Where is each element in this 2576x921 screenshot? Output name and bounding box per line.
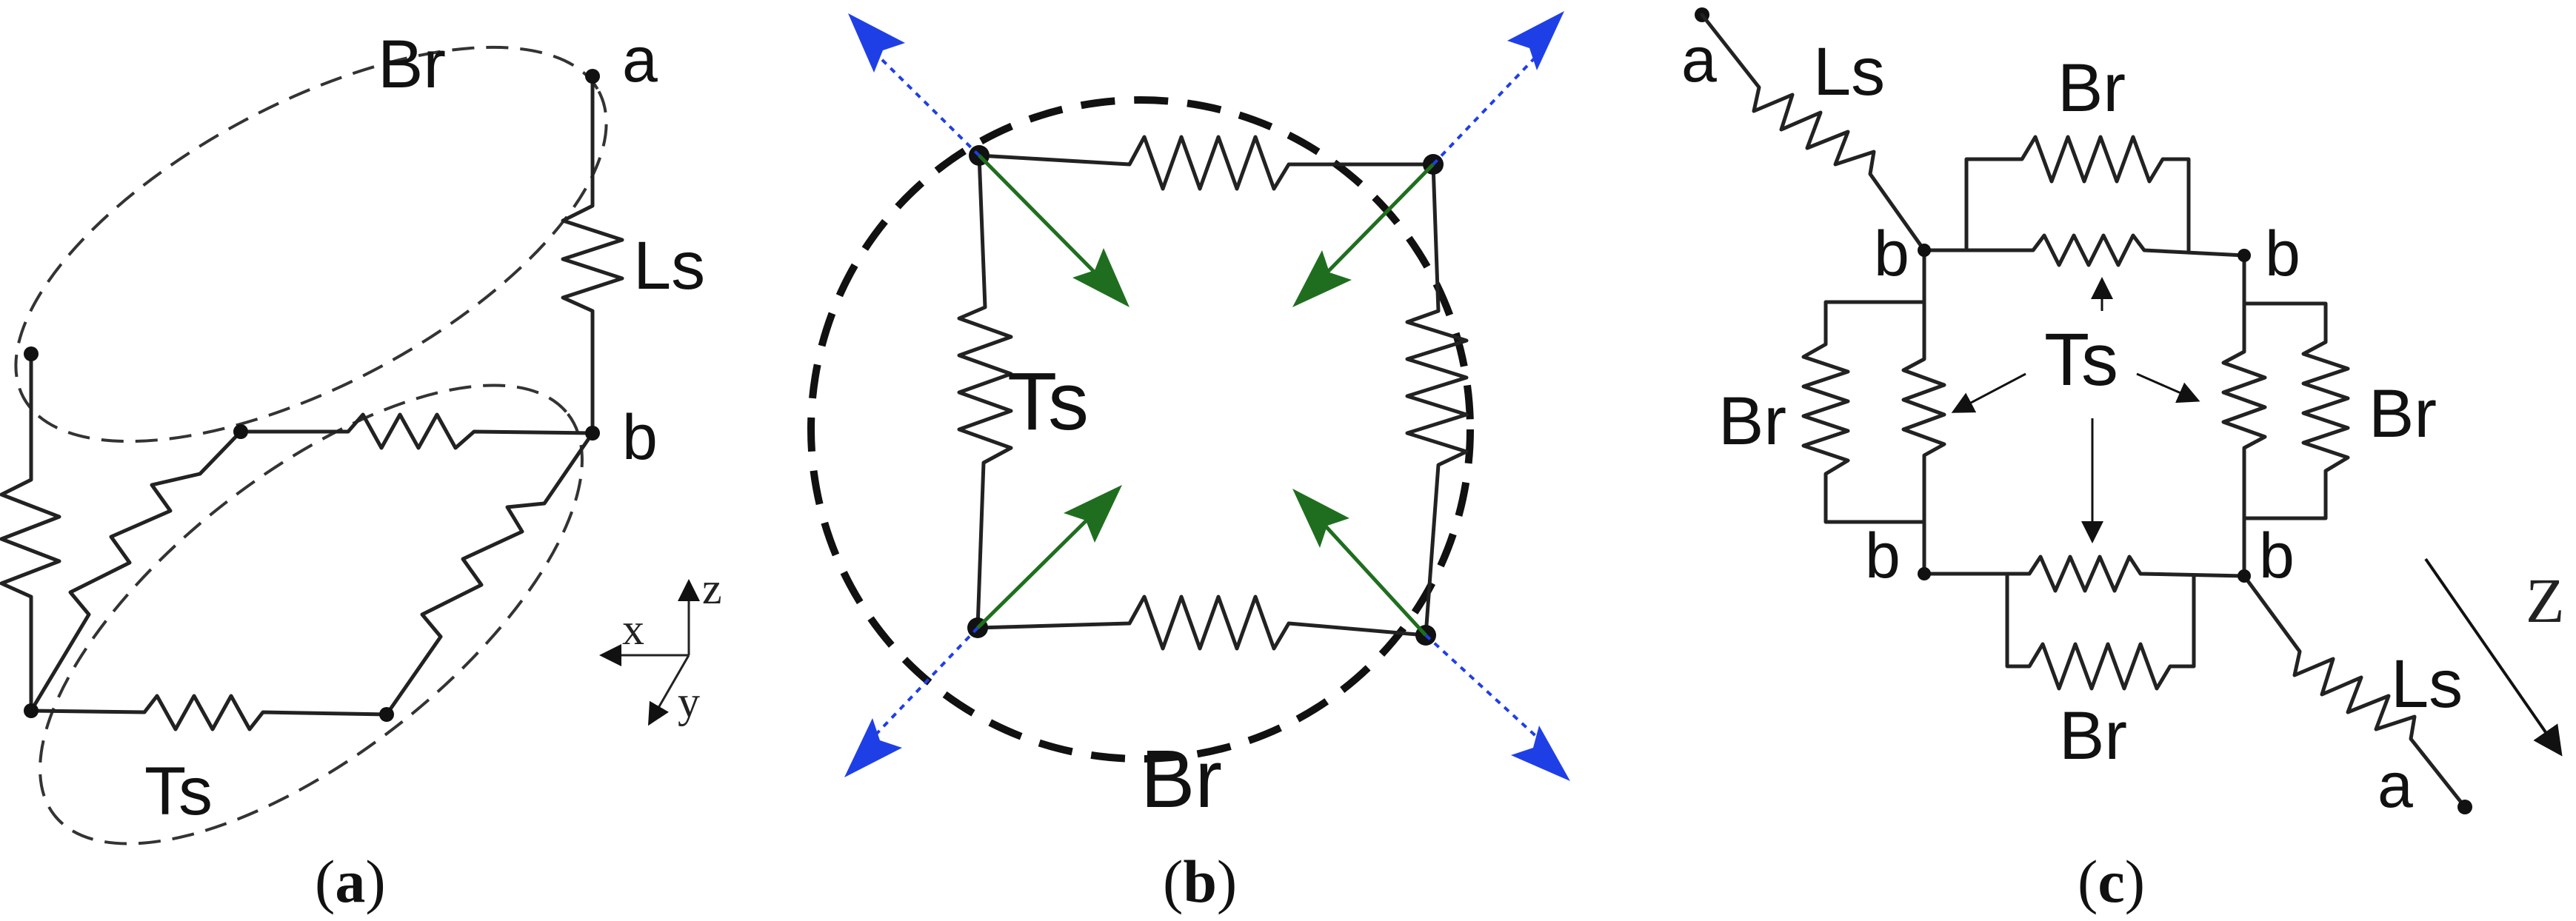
panel-a-ls-spring [561, 192, 624, 435]
panel-c-caption-open: ( [2078, 848, 2098, 915]
ts-pointer-left [1951, 372, 2026, 413]
panel-b-left-spring [957, 153, 1013, 630]
panel-a-label-ts: Ts [144, 754, 213, 829]
panel-c-node-b-bottom-left [1918, 567, 1931, 580]
panel-c-right-inner-ts [2221, 253, 2267, 578]
panel-c-ls-bottom-spring [2242, 574, 2467, 809]
panel-b-caption-letter: b [1183, 848, 1217, 915]
panel-a-caption-open: ( [315, 848, 335, 915]
panel-a-bottom-dashed-ellipse [39, 384, 584, 845]
panel-b: Ts Br (b) [807, 11, 1570, 915]
panel-b-bottom-spring [975, 595, 1428, 651]
panel-b-caption-close: ) [1217, 848, 1237, 915]
panel-c-right-outer-br [2242, 301, 2350, 520]
panel-c-label-ls-top: Ls [1813, 34, 1885, 110]
panel-b-dashed-circle [807, 96, 1474, 763]
y-axis-arrow [647, 654, 690, 726]
panel-b-top-spring [977, 135, 1435, 191]
panel-a: Br a Ls b Ts z x y (a) [0, 24, 722, 915]
panel-a-top-dashed-ellipse [14, 45, 608, 443]
panel-b-blue-arrow-tr-line [1432, 50, 1542, 166]
panel-c-caption: (c) [2078, 848, 2145, 915]
panel-b-label-ts: Ts [1007, 356, 1089, 447]
panel-b-green-arrowhead-bl [1064, 485, 1122, 543]
panel-b-caption-open: ( [1163, 848, 1183, 915]
panel-b-green-arrow-tr-line [1317, 163, 1435, 283]
panel-c-label-a-bottom: a [2378, 750, 2413, 821]
panel-c-label-b-bottom-left: b [1865, 520, 1901, 592]
panel-a-node-square-tl [233, 424, 248, 439]
panel-b-green-arrow-br-line [1317, 517, 1427, 637]
panel-c-ls-top-spring [1700, 13, 1926, 252]
panel-c-ts-pointers [1951, 277, 2200, 543]
panel-b-blue-arrowhead-bl [844, 718, 902, 777]
x-axis-label: x [622, 605, 644, 654]
panel-c-label-br-top: Br [2058, 50, 2126, 126]
panel-b-blue-arrow-br-line [1424, 634, 1542, 742]
panel-c-label-b-bottom-right: b [2259, 520, 2295, 592]
z-axis-label: z [702, 564, 722, 613]
panel-a-caption-letter: a [335, 848, 365, 915]
panel-a-top-edge-spring [238, 412, 595, 450]
panel-c-node-a-bottom [2457, 800, 2472, 814]
panel-c: a Ls Br b b Ts Br Br b b Br Ls a Z (c) [1681, 7, 2565, 915]
panel-a-left-spring [0, 464, 61, 713]
panel-c-bottom-outer-br [2005, 572, 2196, 691]
panel-b-green-arrow-bl-line [976, 509, 1098, 629]
panel-a-caption: (a) [315, 848, 386, 915]
panel-b-blue-arrowhead-br [1511, 726, 1570, 781]
panel-a-bottom-edge-spring [29, 694, 389, 731]
panel-c-node-b-top-right [2238, 249, 2251, 262]
panel-a-right-diagonal-spring [384, 431, 595, 717]
panel-c-bottom-inner-ts [1922, 555, 2246, 593]
panel-c-caption-letter: c [2098, 848, 2124, 915]
panel-c-label-ls-bottom: Ls [2391, 646, 2463, 722]
panel-c-label-a-top: a [1681, 24, 1717, 96]
panel-c-node-b-bottom-right [2238, 569, 2251, 583]
panel-a-axis-triad: z x y [599, 564, 722, 726]
panel-c-caption-close: ) [2125, 848, 2145, 915]
panel-a-label-br: Br [378, 27, 446, 102]
panel-c-label-b-top-left: b [1874, 218, 1909, 289]
panel-c-label-br-left: Br [1718, 384, 1786, 459]
panel-b-green-arrowhead-tl [1072, 248, 1129, 307]
panel-c-left-outer-br [1801, 300, 1926, 524]
panel-b-outward-arrows [844, 11, 1570, 781]
panel-b-green-arrow-tl-line [978, 154, 1105, 283]
panel-c-label-ts: Ts [2044, 318, 2118, 401]
panel-b-inward-arrows [976, 154, 1435, 637]
panel-a-label-a: a [622, 24, 658, 96]
panel-b-caption: (b) [1163, 848, 1237, 915]
panel-b-green-arrowhead-br [1292, 489, 1349, 548]
panel-c-left-inner-ts [1901, 248, 1946, 576]
panel-a-node-a [585, 69, 600, 84]
panel-c-node-b-top-left [1918, 244, 1931, 257]
panel-a-node-topleft [24, 346, 39, 361]
panel-c-label-z: Z [2526, 565, 2565, 636]
panel-b-right-spring [1405, 162, 1469, 637]
y-axis-label: y [678, 677, 700, 726]
panel-a-node-b [585, 426, 600, 441]
panel-b-blue-arrow-bl-line [869, 626, 979, 742]
panel-a-node-square-bl [24, 703, 39, 718]
panel-b-blue-arrowhead-tl [848, 13, 905, 73]
panel-c-label-br-bottom: Br [2059, 698, 2127, 774]
ts-pointer-right [2136, 372, 2200, 403]
panel-c-label-b-top-right: b [2265, 218, 2300, 289]
panel-a-label-b: b [622, 402, 658, 473]
panel-a-label-ls: Ls [633, 228, 705, 304]
panel-c-label-br-right: Br [2369, 376, 2437, 452]
panel-a-left-diagonal-spring [29, 429, 243, 713]
panel-b-blue-arrowhead-tr [1507, 11, 1564, 70]
panel-a-caption-close: ) [365, 848, 385, 915]
panel-c-top-outer-br [1964, 135, 2191, 252]
panel-b-blue-arrow-tl-line [872, 50, 981, 157]
panel-a-node-square-br [379, 707, 394, 722]
panel-b-green-arrowhead-tr [1292, 250, 1352, 307]
panel-b-label-br: Br [1141, 734, 1222, 825]
panel-c-z-arrow [2424, 557, 2563, 757]
panel-c-top-inner-ts [1922, 233, 2246, 267]
